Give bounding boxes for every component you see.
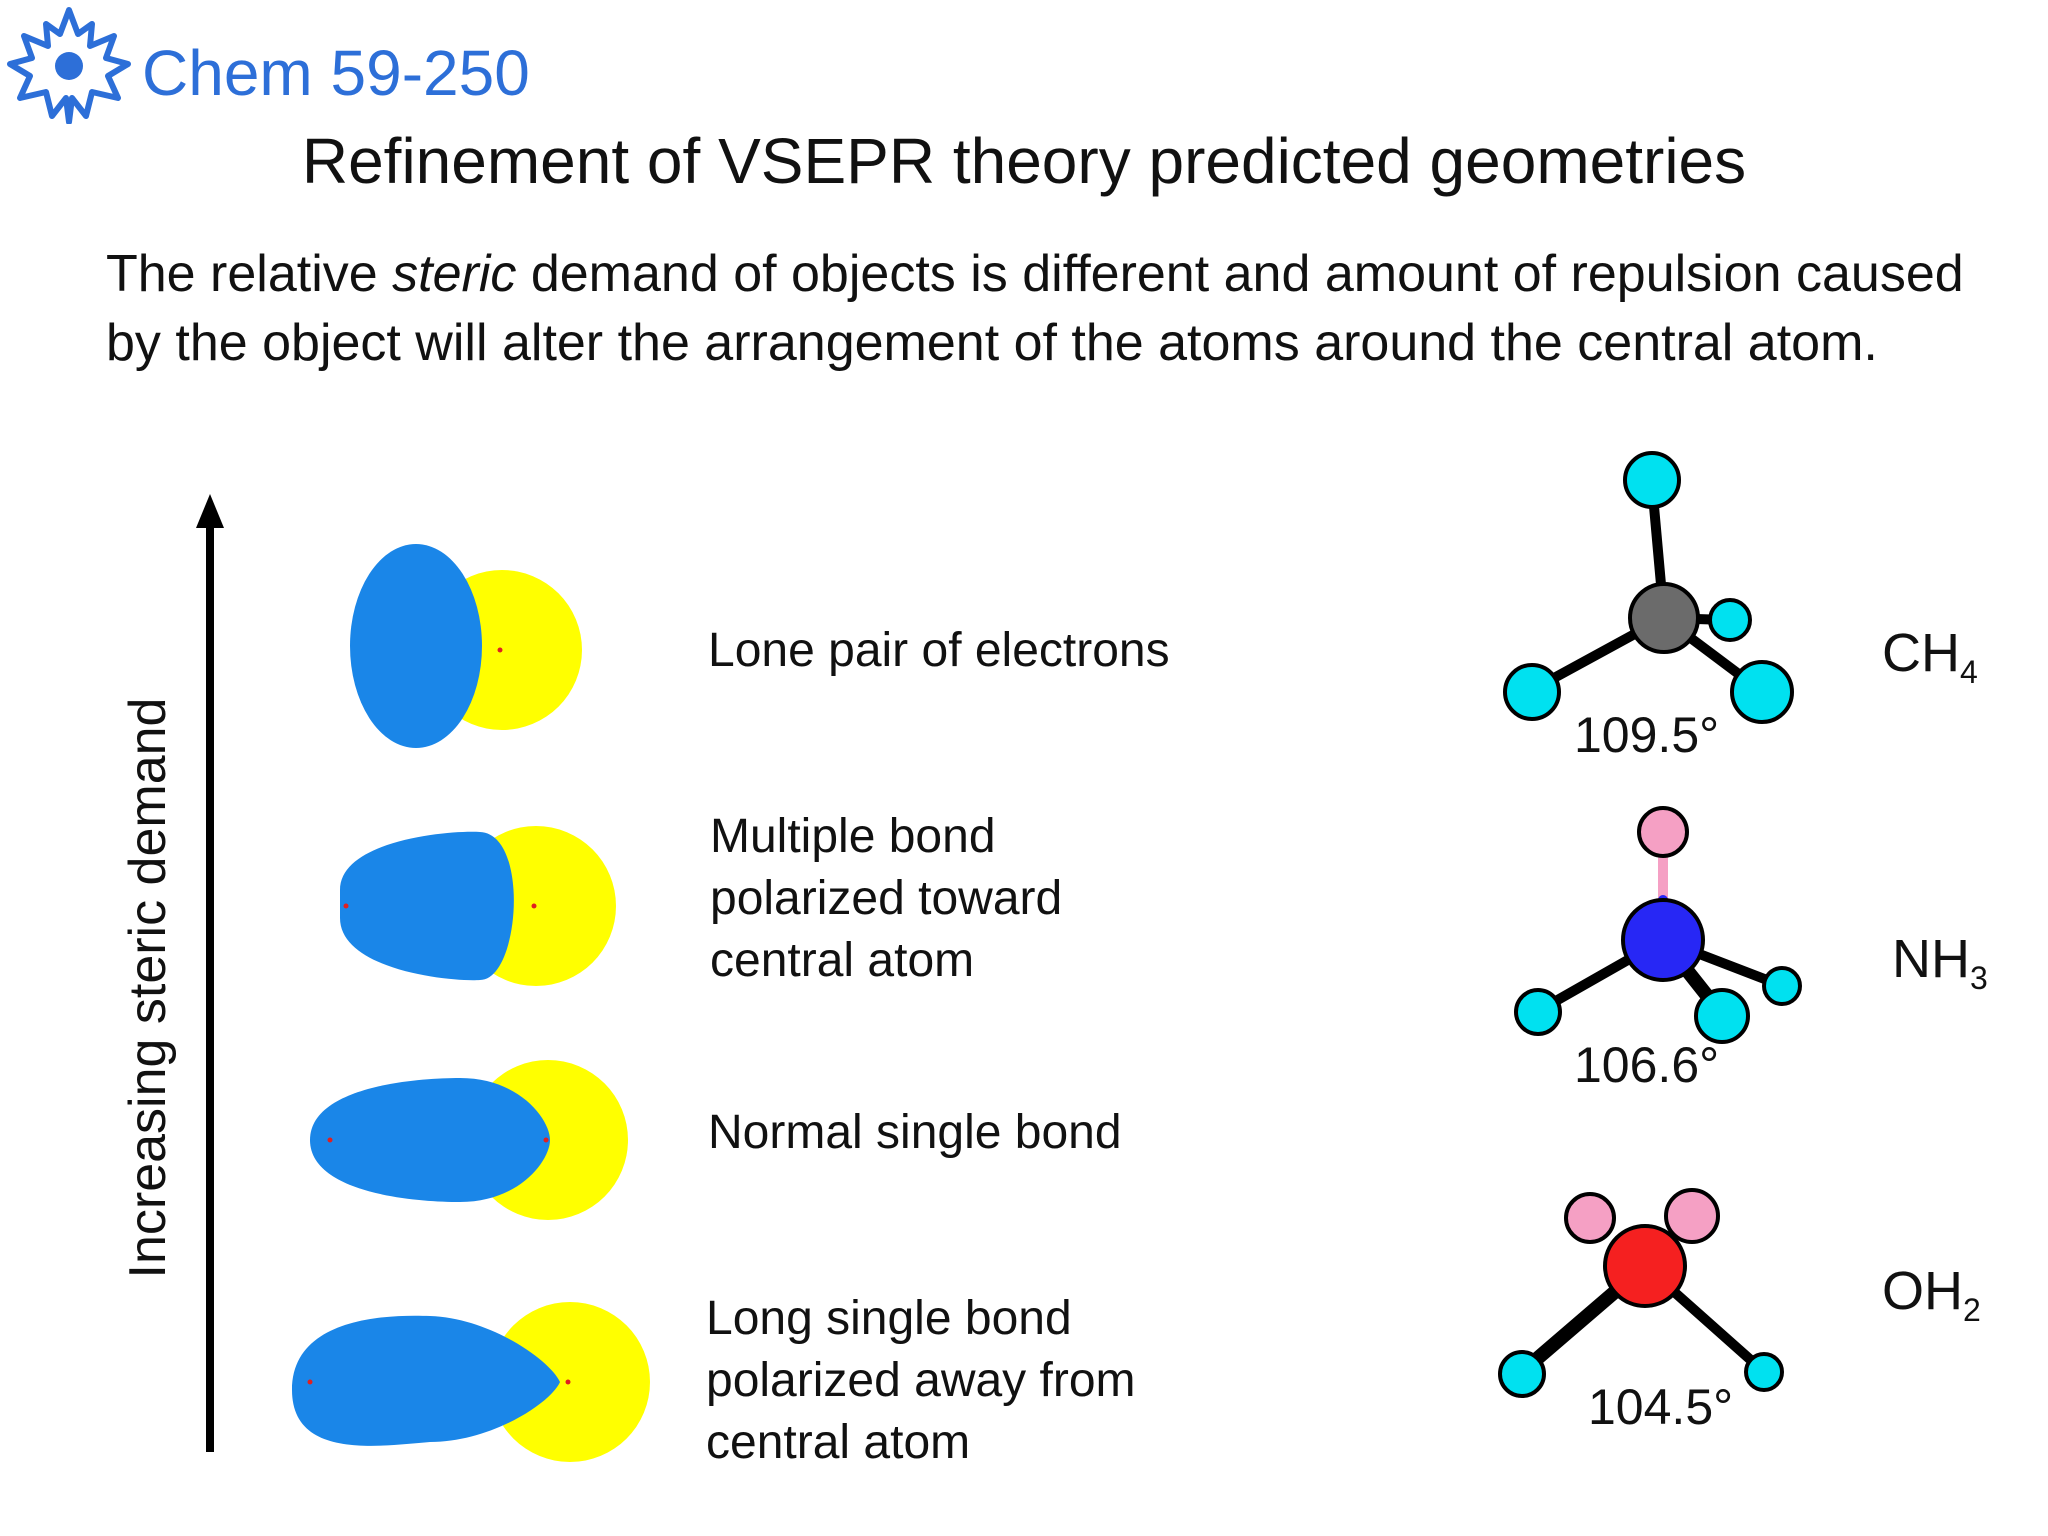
course-code: Chem 59-250 bbox=[142, 37, 530, 109]
category-lone-pair: Lone pair of electrons bbox=[708, 620, 1170, 682]
category-line: polarized away from bbox=[706, 1354, 1136, 1407]
formula-main: NH bbox=[1892, 929, 1970, 989]
category-line: Lone pair of electrons bbox=[708, 624, 1170, 677]
formula-main: OH bbox=[1882, 1261, 1963, 1321]
bond-angle-methane: 109.5° bbox=[1574, 707, 1720, 763]
category-line: polarized toward bbox=[710, 872, 1063, 925]
category-line: Multiple bond bbox=[710, 810, 996, 863]
category-multiple-bond: Multiple bond polarized toward central a… bbox=[710, 806, 1062, 992]
category-line: central atom bbox=[706, 1416, 971, 1469]
multiple-bond-orbital-illustration bbox=[340, 826, 616, 986]
lone-pair-orbital-illustration bbox=[350, 544, 582, 748]
water-model bbox=[1498, 1188, 1784, 1398]
category-normal-single-bond: Normal single bond bbox=[708, 1102, 1122, 1164]
maple-leaf-logo-icon bbox=[7, 7, 131, 124]
normal-single-bond-orbital-illustration bbox=[310, 1060, 628, 1220]
long-single-bond-orbital-illustration bbox=[292, 1302, 650, 1462]
category-long-single-bond: Long single bond polarized away from cen… bbox=[706, 1288, 1136, 1474]
formula-ammonia: NH3 bbox=[1892, 928, 1988, 997]
formula-subscript: 2 bbox=[1963, 1292, 1981, 1328]
intro-text-after: demand of objects is different and amoun… bbox=[106, 245, 1964, 372]
axis-label-text: Increasing steric demand bbox=[119, 697, 177, 1279]
increasing-arrow-icon bbox=[196, 494, 224, 1452]
intro-emphasis: steric bbox=[392, 245, 517, 303]
ammonia-model bbox=[1514, 806, 1802, 1044]
intro-paragraph: The relative steric demand of objects is… bbox=[106, 240, 2006, 378]
formula-water: OH2 bbox=[1882, 1260, 1981, 1329]
formula-subscript: 3 bbox=[1970, 960, 1988, 996]
intro-text-before: The relative bbox=[106, 245, 393, 303]
formula-methane: CH4 bbox=[1882, 622, 1978, 691]
formula-subscript: 4 bbox=[1960, 654, 1978, 690]
category-line: Normal single bond bbox=[708, 1106, 1122, 1159]
methane-model bbox=[1503, 451, 1794, 724]
bond-angle-water: 104.5° bbox=[1588, 1379, 1734, 1435]
slide-title: Refinement of VSEPR theory predicted geo… bbox=[301, 125, 1747, 197]
category-line: Long single bond bbox=[706, 1292, 1072, 1345]
category-line: central atom bbox=[710, 934, 975, 987]
formula-main: CH bbox=[1882, 623, 1960, 683]
bond-angle-ammonia: 106.6° bbox=[1574, 1037, 1720, 1093]
